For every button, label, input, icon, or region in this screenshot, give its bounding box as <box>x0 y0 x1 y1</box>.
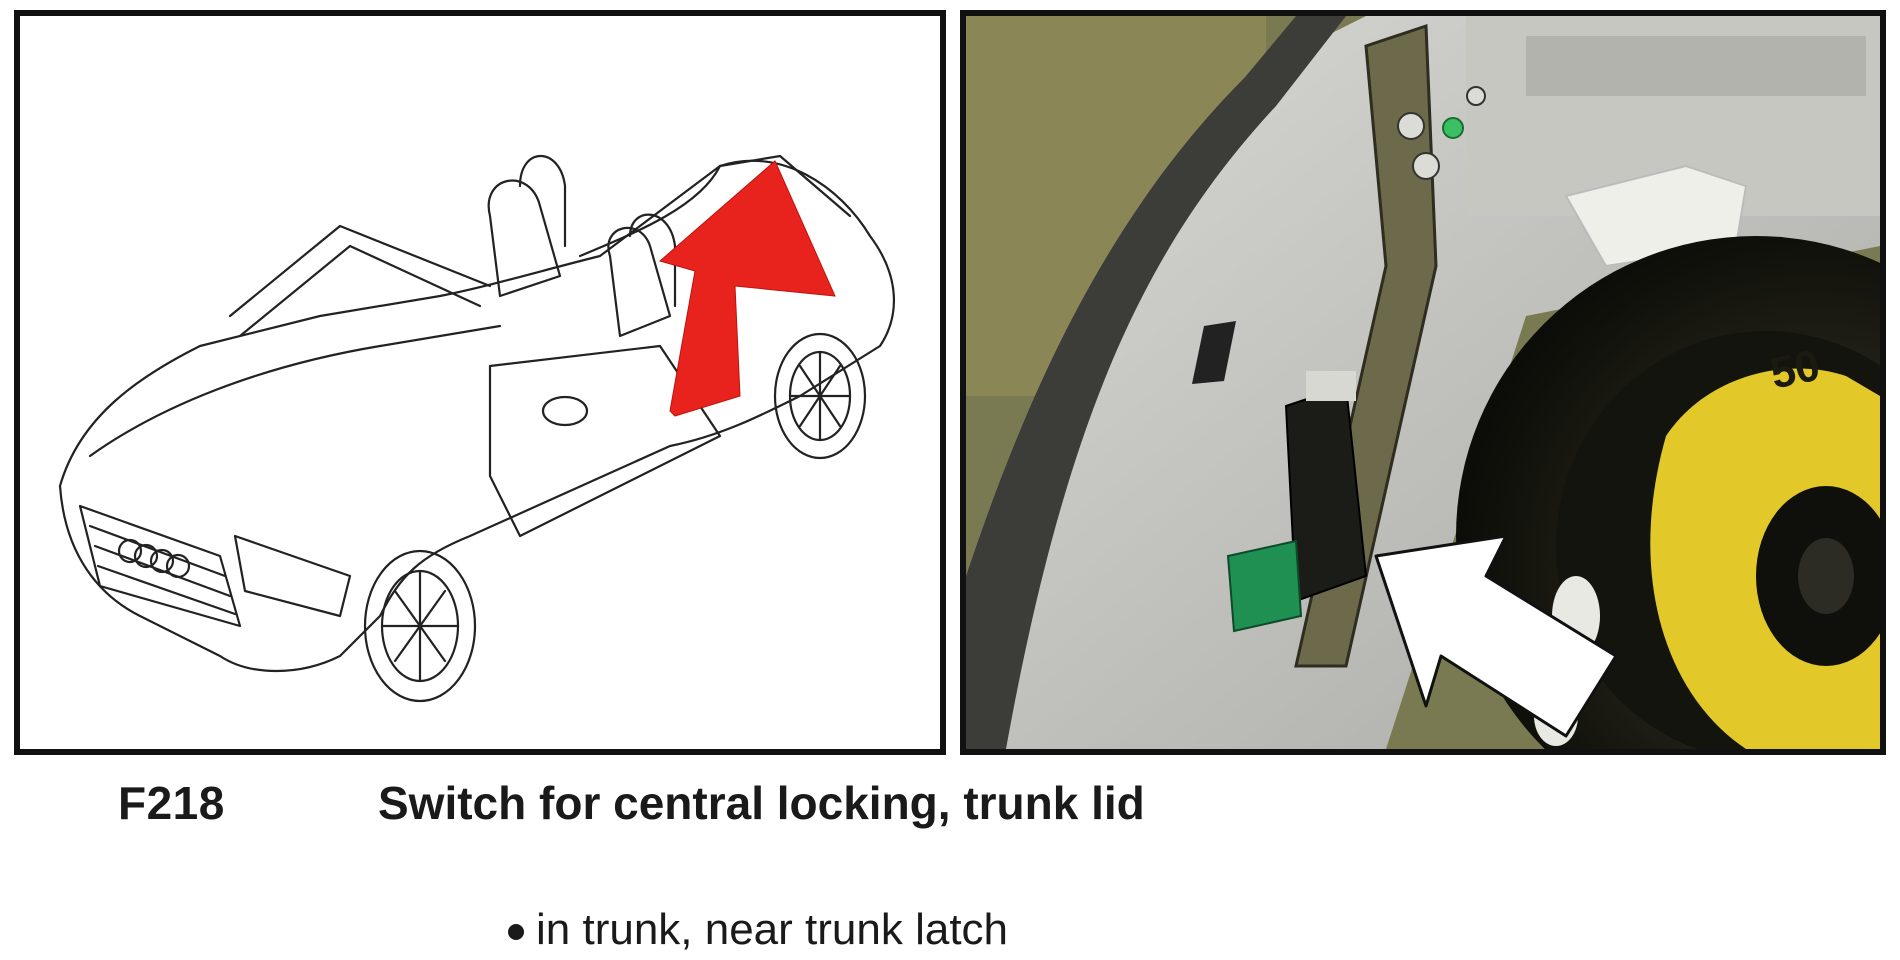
car-illustration-panel <box>14 10 946 755</box>
bullet-icon <box>508 924 524 940</box>
location-bullet-item: in trunk, near trunk latch <box>508 905 1008 955</box>
component-title: Switch for central locking, trunk lid <box>378 777 1145 829</box>
location-text: in trunk, near trunk latch <box>536 905 1009 954</box>
trunk-interior-icon: 50 <box>966 16 1880 749</box>
component-code: F218 <box>118 777 225 829</box>
convertible-car-icon <box>58 154 895 703</box>
red-arrow-icon <box>658 160 836 417</box>
tire-speed-label: 50 <box>1766 341 1824 399</box>
trunk-photo-panel: 50 <box>960 10 1886 755</box>
white-arrow-icon <box>1374 534 1618 738</box>
